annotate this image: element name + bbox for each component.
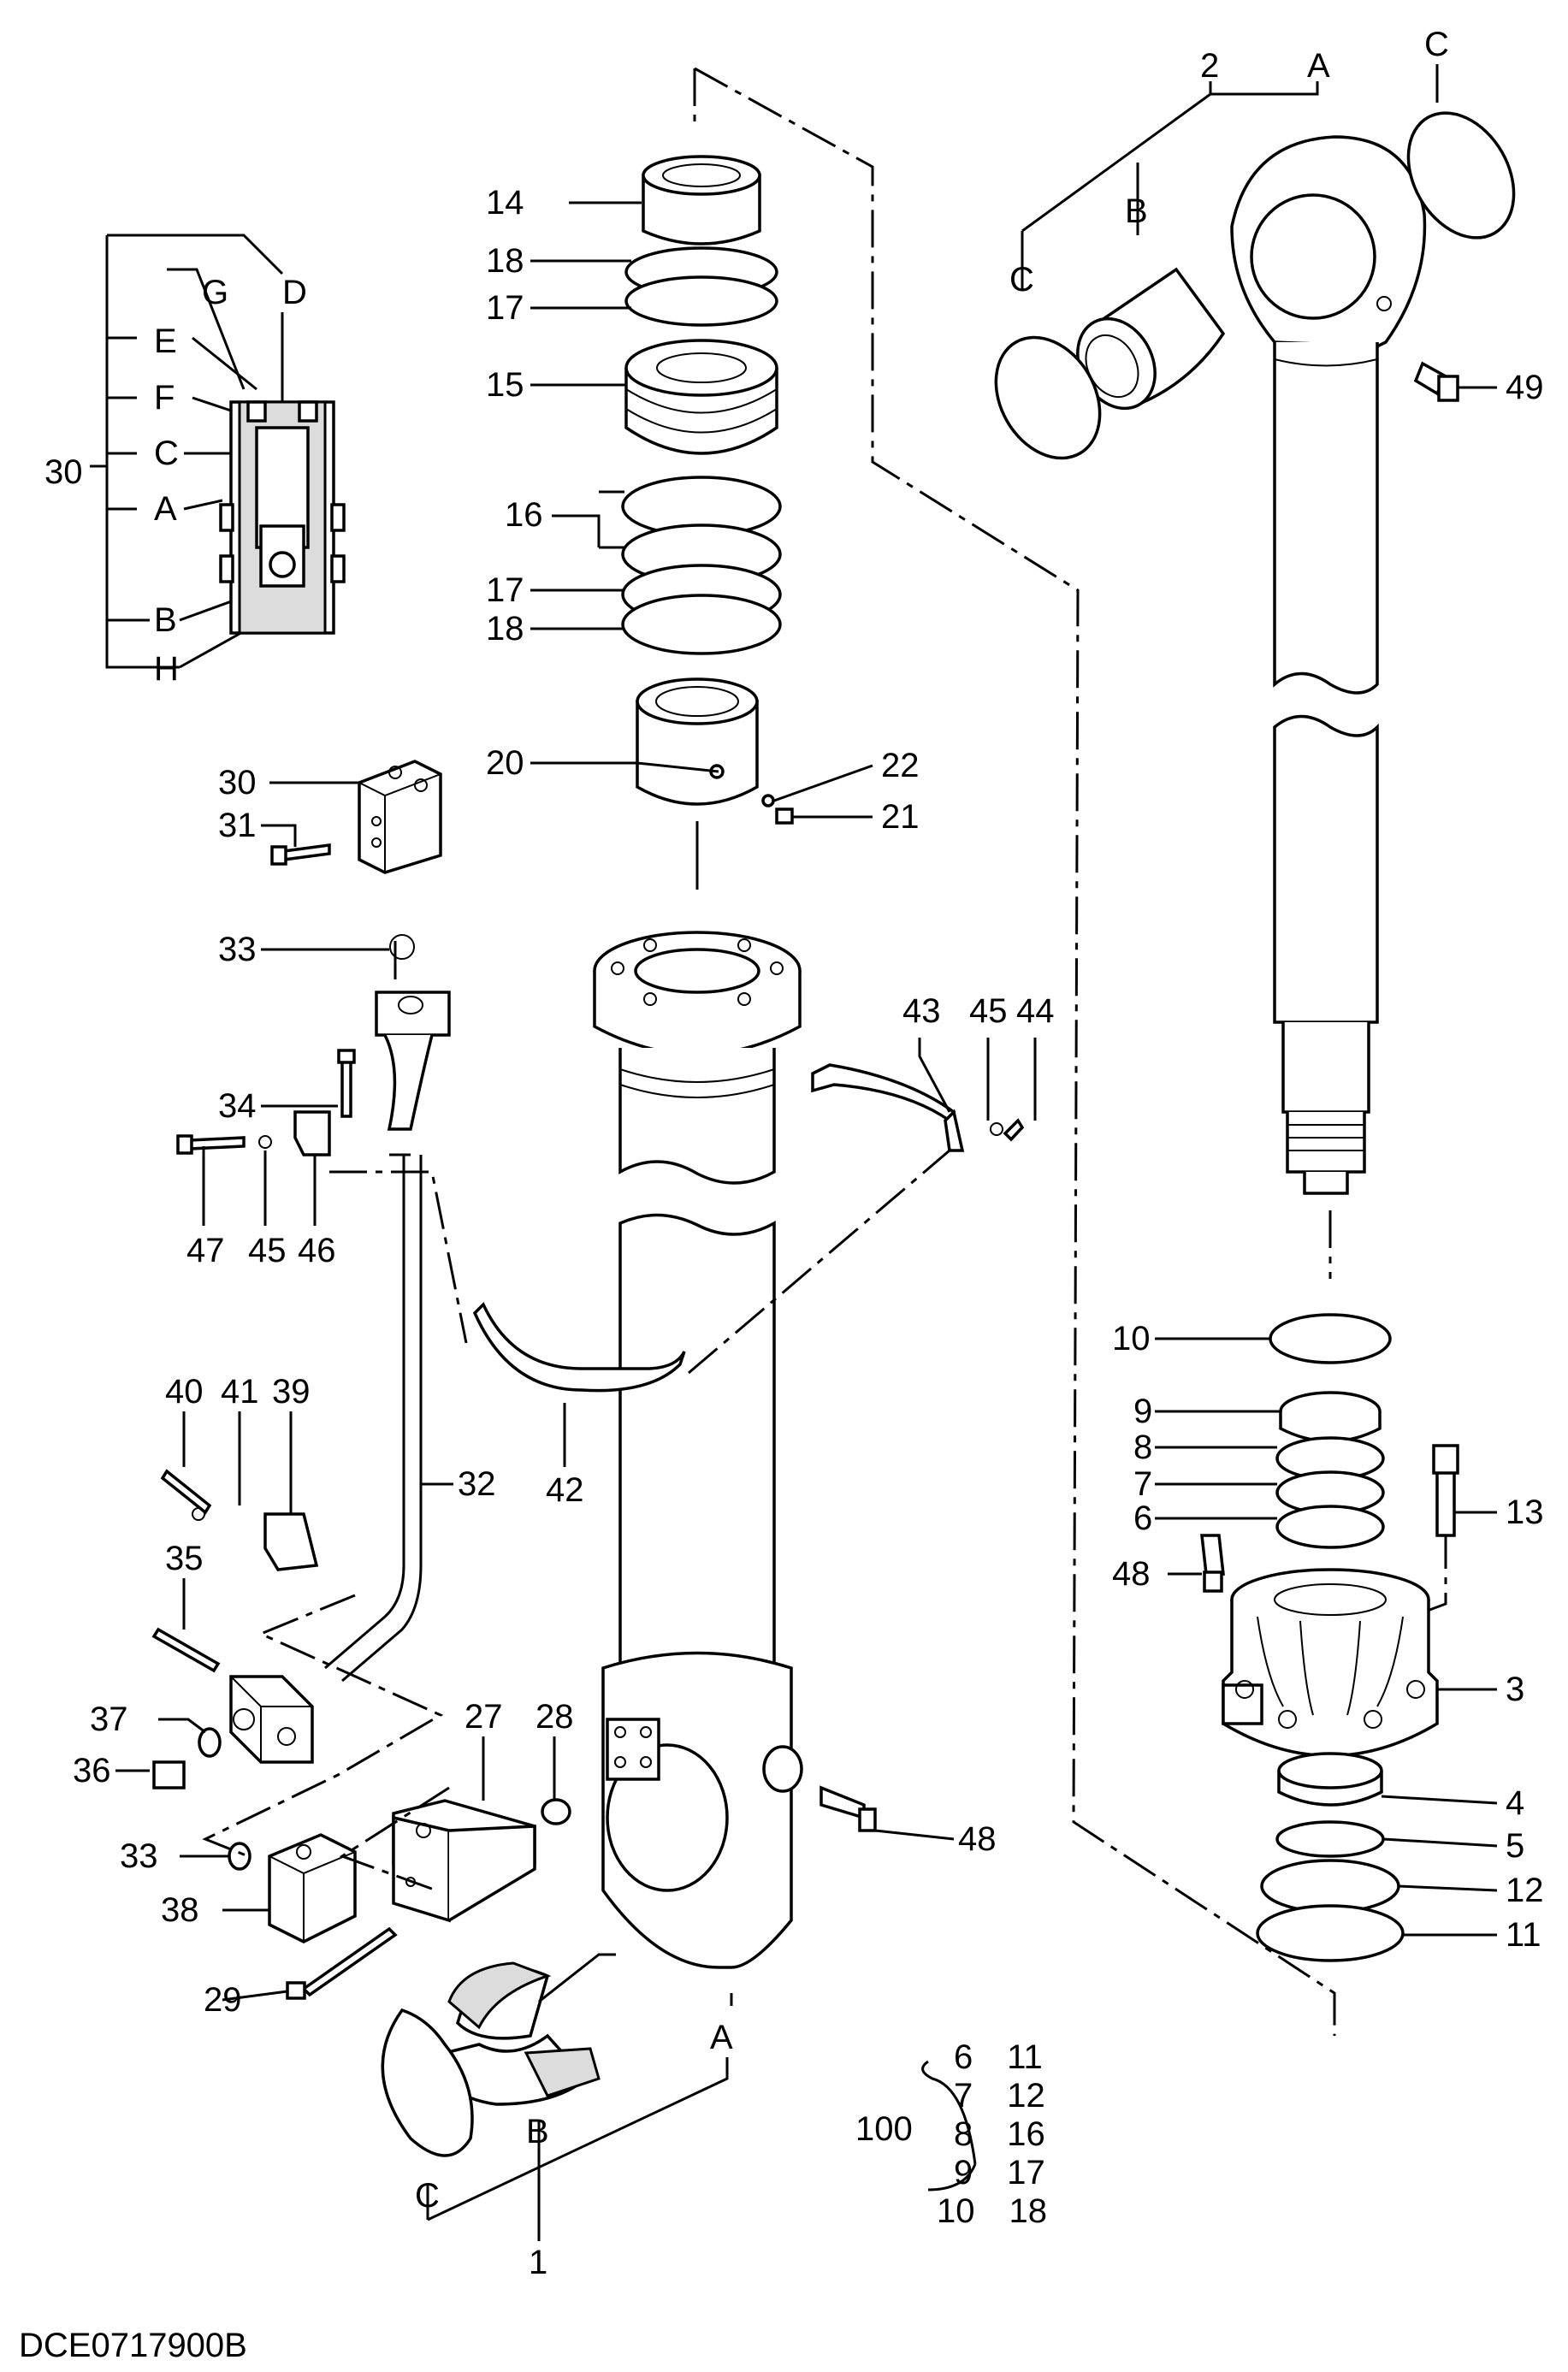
callout-5: 5 — [1506, 1827, 1524, 1865]
detail-label-F: F — [154, 379, 175, 417]
callout-44: 44 — [1016, 992, 1055, 1030]
detail-section-30: 30 G D E F C A B H — [44, 234, 346, 688]
kit-number: 100 — [855, 2110, 913, 2148]
callout-36: 36 — [73, 1752, 111, 1789]
callout-30: 30 — [218, 764, 257, 802]
callout-37: 37 — [90, 1701, 128, 1738]
callout-41: 41 — [221, 1373, 259, 1411]
callout-1: 1 — [529, 2244, 547, 2281]
callout-labels: 14 18 17 15 16 17 18 20 22 21 30 31 33 3… — [73, 26, 1544, 2281]
callout-29: 29 — [204, 1981, 242, 2019]
callout-46: 46 — [298, 1232, 336, 1269]
callout-49: 49 — [1506, 369, 1544, 406]
kit-row-5: 10 18 — [937, 2192, 1047, 2230]
callout-38: 38 — [161, 1891, 199, 1929]
callout-17-upper: 17 — [486, 289, 524, 327]
callout-2: 2 — [1200, 47, 1219, 85]
callout-43: 43 — [902, 992, 941, 1030]
detail-label-E: E — [154, 322, 177, 360]
callout-21: 21 — [881, 798, 920, 836]
callout-16: 16 — [505, 496, 543, 534]
kit-row-3: 8 16 — [954, 2115, 1045, 2153]
callout-9: 9 — [1133, 1393, 1152, 1430]
callout-45-left: 45 — [248, 1232, 287, 1269]
detail-label-G: G — [202, 274, 228, 311]
callout-14: 14 — [486, 184, 524, 222]
kit-row-4: 9 17 — [954, 2154, 1045, 2192]
callout-13: 13 — [1506, 1494, 1544, 1531]
callout-39: 39 — [272, 1373, 311, 1411]
callout-47: 47 — [186, 1232, 225, 1269]
piston-rod-assembly — [994, 111, 1516, 1962]
callout-42: 42 — [546, 1471, 584, 1509]
detail-label-C: C — [154, 435, 179, 472]
callout-28: 28 — [535, 1698, 574, 1736]
callout-B-bottom: B — [526, 2113, 549, 2150]
callout-A-bottom: A — [710, 2019, 733, 2056]
callout-15: 15 — [486, 366, 524, 404]
kit-row-2: 7 12 — [954, 2077, 1045, 2115]
callout-40: 40 — [165, 1373, 204, 1411]
detail-label-A: A — [154, 490, 177, 528]
callout-10: 10 — [1112, 1320, 1151, 1358]
seal-kit-table: 100 6 11 7 12 8 16 9 17 10 18 — [855, 2038, 1047, 2230]
callout-3: 3 — [1506, 1671, 1524, 1708]
callout-11: 11 — [1506, 1916, 1541, 1954]
callout-C-bottom: C — [415, 2177, 440, 2215]
callout-17-lower: 17 — [486, 571, 524, 609]
callout-leaders — [115, 64, 1498, 2241]
callout-8: 8 — [1133, 1429, 1152, 1466]
callout-35: 35 — [165, 1540, 204, 1577]
hydraulic-piping — [151, 760, 1025, 2000]
detail-label-H: H — [154, 650, 179, 688]
callout-A-top: A — [1307, 47, 1330, 85]
detail-assy-label: 30 — [44, 453, 83, 491]
callout-12: 12 — [1506, 1872, 1544, 1909]
cylinder-tube — [593, 931, 803, 1969]
callout-18-upper: 18 — [486, 242, 524, 280]
trunnion-bushing — [381, 1953, 616, 2157]
detail-label-B: B — [154, 601, 177, 639]
callout-33-upper: 33 — [218, 931, 257, 968]
callout-C-left: C — [1009, 261, 1034, 299]
callout-48-rod: 48 — [1112, 1555, 1151, 1593]
callout-34: 34 — [218, 1087, 257, 1125]
callout-45-right: 45 — [969, 992, 1008, 1030]
callout-18-lower: 18 — [486, 610, 524, 648]
gland-parts-stack — [621, 155, 794, 890]
drawing-code: DCE0717900B — [19, 2327, 247, 2364]
callout-7: 7 — [1133, 1465, 1152, 1503]
callout-33-lower: 33 — [120, 1837, 158, 1875]
callout-27: 27 — [464, 1698, 503, 1736]
callout-4: 4 — [1506, 1784, 1524, 1822]
callout-20: 20 — [486, 744, 524, 782]
callout-31: 31 — [218, 807, 257, 844]
kit-row-1: 6 11 — [954, 2038, 1043, 2076]
callout-C-right: C — [1424, 26, 1449, 63]
callout-22: 22 — [881, 747, 920, 784]
detail-label-D: D — [282, 274, 307, 311]
callout-6: 6 — [1133, 1500, 1152, 1537]
callout-48-tube: 48 — [958, 1820, 997, 1858]
callout-32: 32 — [458, 1465, 496, 1503]
callout-B-top: B — [1125, 192, 1148, 230]
